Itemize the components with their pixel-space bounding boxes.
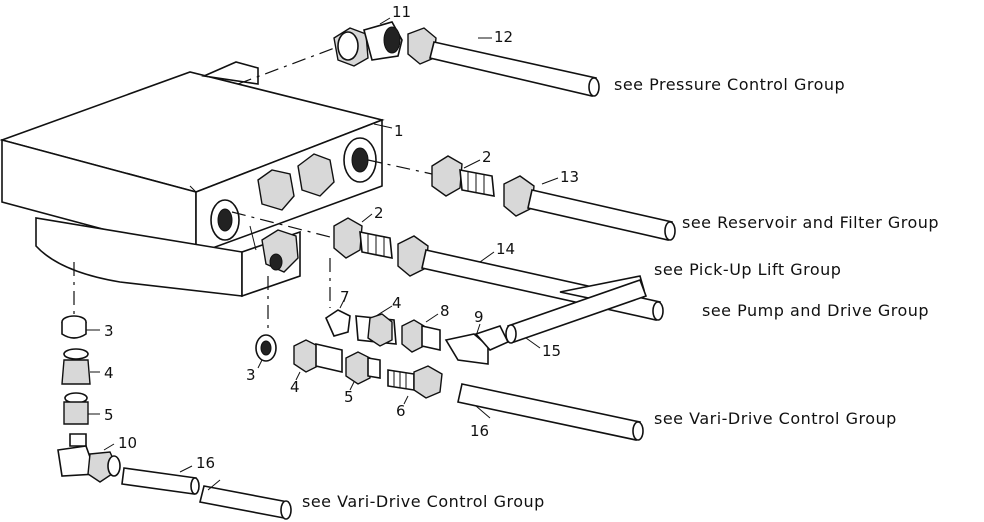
callout-4: 4 (290, 378, 300, 396)
callout-5: 5 (104, 406, 114, 424)
callout-2: 2 (482, 148, 492, 166)
fitting-9-elbow (444, 325, 510, 365)
callout-10: 10 (118, 434, 137, 452)
callout-6: 6 (396, 402, 406, 420)
reference-labels: see Pressure Control Group see Reservoir… (302, 75, 939, 511)
fitting-8 (401, 319, 441, 353)
callout-1: 1 (394, 122, 404, 140)
callout-4: 4 (392, 294, 402, 312)
tube-13 (527, 189, 676, 241)
callout-11: 11 (392, 3, 411, 21)
center-lines (73, 45, 433, 334)
reference-varidrive-bottom: see Vari-Drive Control Group (302, 492, 545, 511)
callout-15: 15 (542, 342, 561, 360)
callout-3: 3 (104, 322, 114, 340)
fitting-11-elbow (333, 21, 403, 67)
reference-pickup-lift: see Pick-Up Lift Group (654, 260, 841, 279)
fitting-4-mid (355, 313, 397, 347)
reference-reservoir-filter: see Reservoir and Filter Group (682, 213, 939, 232)
reference-pressure-control: see Pressure Control Group (614, 75, 845, 94)
callout-16: 16 (470, 422, 489, 440)
callout-3: 3 (246, 366, 256, 384)
tube-12 (429, 41, 600, 97)
valve-body (0, 61, 385, 298)
fitting-2-upper (431, 155, 495, 197)
fitting-14-nut (397, 235, 429, 277)
fitting-6 (387, 365, 443, 399)
reference-pump-drive: see Pump and Drive Group (702, 301, 929, 320)
fitting-3-left (61, 315, 87, 339)
callout-16: 16 (196, 454, 215, 472)
fitting-2-lower (333, 217, 393, 259)
fitting-13-nut (503, 175, 535, 217)
tube-16-left (121, 467, 292, 520)
callout-2: 2 (374, 204, 384, 222)
fitting-5-left (63, 392, 89, 425)
fitting-4-lower (293, 339, 343, 374)
callout-13: 13 (560, 168, 579, 186)
fitting-10-elbow (57, 433, 121, 483)
reference-varidrive-mid: see Vari-Drive Control Group (654, 409, 897, 428)
fitting-3-right (255, 334, 277, 362)
callout-9: 9 (474, 308, 484, 326)
tube-16-mid (457, 383, 644, 441)
callout-labels: 1 11 12 2 13 2 14 7 4 8 9 15 3 4 5 6 16 … (104, 3, 579, 472)
callout-12: 12 (494, 28, 513, 46)
tube-15 (505, 278, 648, 344)
fitting-7-cap (324, 309, 351, 337)
callout-14: 14 (496, 240, 515, 258)
callout-4: 4 (104, 364, 114, 382)
callout-5: 5 (344, 388, 354, 406)
callout-7: 7 (340, 288, 350, 306)
fitting-4-left (61, 348, 91, 385)
fitting-5-lower (345, 351, 381, 385)
callout-8: 8 (440, 302, 450, 320)
leader-lines (86, 17, 559, 491)
